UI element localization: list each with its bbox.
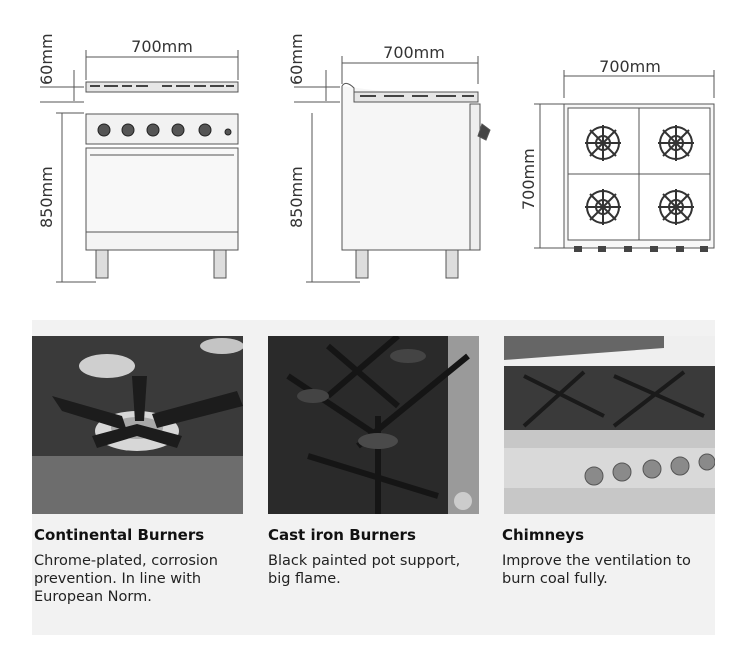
top-width-label: 700mm (599, 57, 661, 76)
feature-desc-continental: Chrome-plated, corrosion prevention. In … (34, 553, 218, 605)
front-view (40, 50, 239, 283)
front-body-height-label: 850mm (37, 166, 56, 228)
dimension-drawings: 700mm 60mm 850mm 700mm 60mm 850mm 700mm … (37, 33, 715, 283)
feature-title-continental: Continental Burners (34, 526, 205, 544)
cast-iron-burner-photo (268, 336, 479, 514)
feature-title-cast-iron: Cast iron Burners (268, 526, 416, 544)
chimneys-photo (504, 336, 715, 514)
side-depth-label: 700mm (383, 43, 445, 62)
front-top-height-label: 60mm (37, 33, 56, 85)
feature-desc-cast-iron: Black painted pot support, big flame. (268, 553, 461, 587)
side-body-height-label: 850mm (287, 166, 306, 228)
front-width-label: 700mm (131, 37, 193, 56)
feature-card-cast-iron (268, 336, 479, 514)
feature-card-chimneys (504, 336, 715, 514)
feature-title-chimneys: Chimneys (502, 526, 585, 544)
continental-burner-photo (32, 336, 243, 514)
top-view (534, 70, 715, 249)
features-panel: Continental Burners Cast iron Burners Ch… (32, 320, 715, 635)
feature-card-continental (32, 336, 243, 514)
top-depth-label: 700mm (519, 148, 538, 210)
feature-desc-chimneys: Improve the ventilation to burn coal ful… (502, 553, 691, 587)
side-top-height-label: 60mm (287, 33, 306, 85)
side-view (294, 56, 491, 283)
